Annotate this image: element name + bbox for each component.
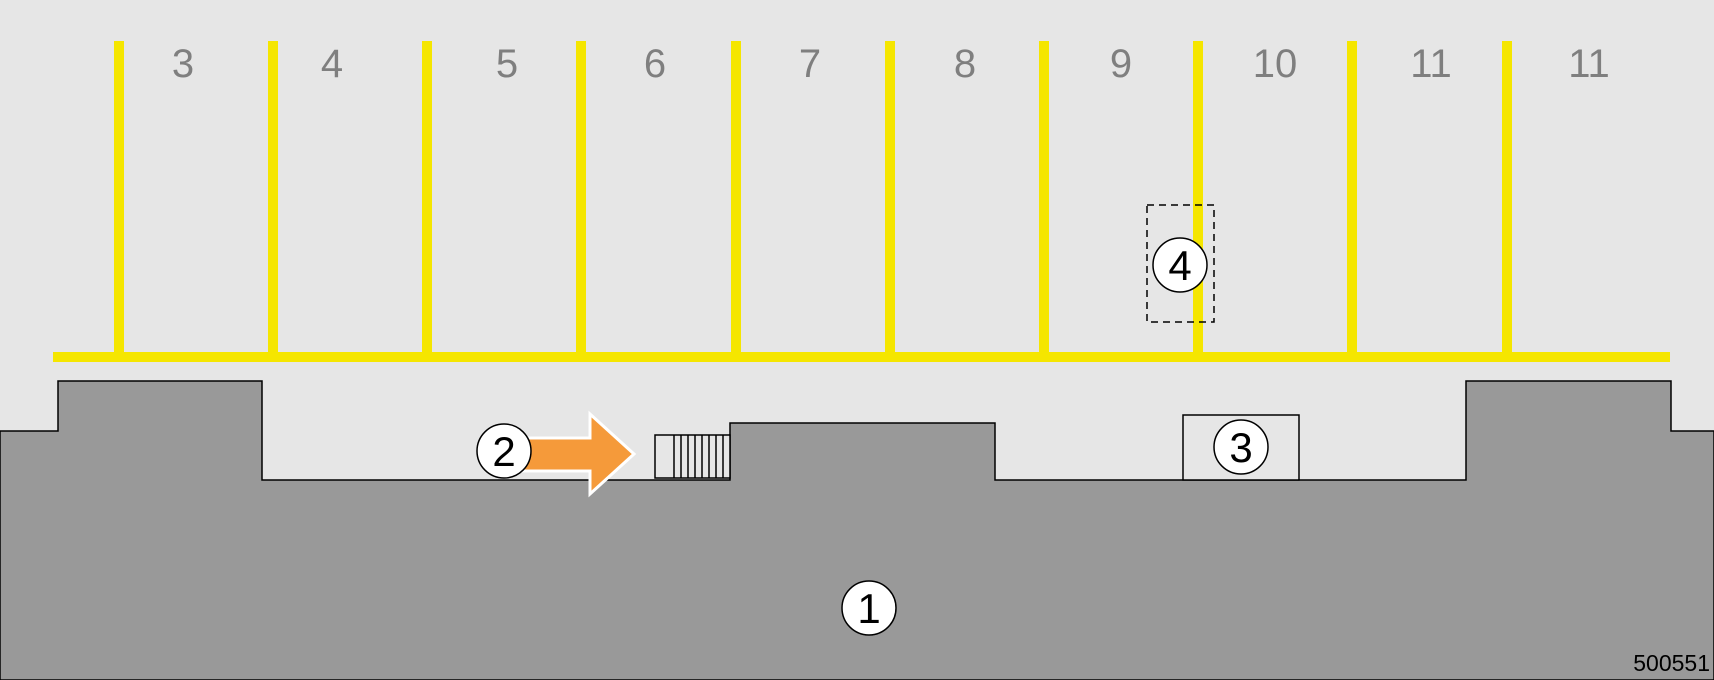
parking-divider: [114, 41, 124, 357]
callout-number: 4: [1168, 242, 1191, 289]
space-number: 5: [496, 42, 518, 86]
callout-1: 1: [841, 580, 897, 636]
callout-2: 2: [476, 423, 532, 479]
parking-divider: [1347, 41, 1357, 357]
callout-circle: [476, 423, 532, 479]
callout-number: 3: [1229, 424, 1252, 471]
space-number: 7: [799, 42, 821, 86]
target-area-dashed-box: [1146, 204, 1215, 323]
callout-circle: [1152, 237, 1208, 293]
callout-4: 4: [1152, 237, 1208, 293]
parking-base-line: [53, 352, 1670, 362]
space-number: 11: [1568, 42, 1610, 86]
space-number: 11: [1410, 42, 1452, 86]
callout-3: 3: [1213, 419, 1269, 475]
space-number: 3: [172, 42, 194, 86]
parking-divider: [422, 41, 432, 357]
callout-circle: [1213, 419, 1269, 475]
space-number: 4: [321, 42, 343, 86]
space-number: 8: [954, 42, 976, 86]
callout-number: 2: [492, 428, 515, 475]
stairs-icon: [654, 434, 731, 479]
parking-divider: [268, 41, 278, 357]
space-number: 10: [1253, 42, 1298, 86]
parking-divider: [1039, 41, 1049, 357]
parking-divider: [576, 41, 586, 357]
parking-divider: [1193, 41, 1203, 357]
parking-divider: [731, 41, 741, 357]
figure-id: 500551: [1633, 650, 1710, 676]
callout-number: 1: [857, 585, 880, 632]
building-footprint: [0, 380, 1714, 680]
space-number: 9: [1110, 42, 1132, 86]
parking-space-numbers: 3 4 5 6 7 8 9 10 11 11: [172, 42, 1610, 86]
parking-lines: [53, 41, 1670, 362]
space-number: 6: [644, 42, 666, 86]
callout-circle: [841, 580, 897, 636]
parking-divider: [1502, 41, 1512, 357]
entrance-arrow-icon: [508, 410, 637, 498]
parking-divider: [885, 41, 895, 357]
